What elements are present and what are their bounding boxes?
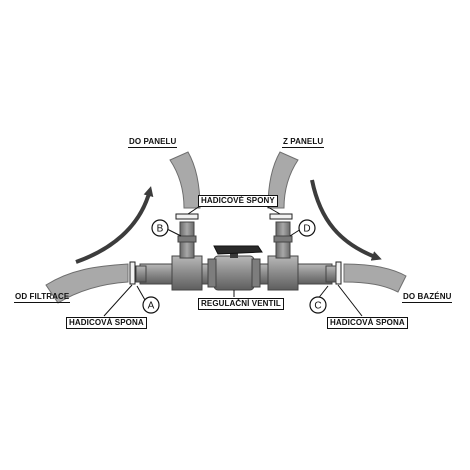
hose-clamp-left <box>129 261 136 285</box>
label-hadicove-spony: HADICOVÉ SPONY <box>198 195 278 207</box>
hose-clamp-top-left <box>175 213 199 220</box>
marker-b: B <box>151 219 169 237</box>
flow-arrow-up-left <box>75 186 154 264</box>
label-hadicova-spona-left: HADICOVÁ SPONA <box>66 317 147 329</box>
leader-b <box>166 228 182 237</box>
flow-arrow-down-right <box>310 179 382 261</box>
leader-hadicova-spona-right <box>337 284 363 317</box>
marker-c: C <box>309 296 327 314</box>
tee-right <box>267 255 299 291</box>
marker-a-text: A <box>148 301 155 312</box>
label-do-panelu: DO PANELU <box>128 137 178 148</box>
leader-hadicova-spona-left <box>103 284 133 317</box>
leader-hose-clamps-right <box>265 205 281 215</box>
marker-d-text: D <box>303 224 310 235</box>
marker-a: A <box>142 296 160 314</box>
riser-cap-right <box>273 235 293 243</box>
hose-clamp-right <box>335 261 342 285</box>
hose-from-filtration <box>45 263 129 304</box>
valve-union-right <box>251 258 261 288</box>
hose-clamp-top-right <box>269 213 293 220</box>
riser-cap-left <box>177 235 197 243</box>
hose-from-panel <box>267 151 299 209</box>
valve-union-left <box>207 258 217 288</box>
pipe-stub-right <box>325 265 337 283</box>
valve-body <box>213 255 255 291</box>
marker-c-text: C <box>314 301 321 312</box>
label-od-filtrace: OD FILTRACE <box>14 292 71 303</box>
leader-hose-clamps-left <box>187 205 201 215</box>
marker-b-text: B <box>157 224 164 235</box>
hose-to-panel <box>169 151 201 209</box>
marker-d: D <box>298 219 316 237</box>
leader-a <box>136 285 146 301</box>
valve-handle <box>213 245 263 255</box>
label-do-bazenu: DO BAZÉNU <box>402 292 453 303</box>
label-z-panelu: Z PANELU <box>282 137 325 148</box>
label-regulacni-ventil: REGULAČNÍ VENTIL <box>198 298 284 310</box>
hose-to-pool <box>343 263 407 293</box>
pipe-stub-left <box>135 265 147 283</box>
tee-left <box>171 255 203 291</box>
label-hadicova-spona-right: HADICOVÁ SPONA <box>327 317 408 329</box>
